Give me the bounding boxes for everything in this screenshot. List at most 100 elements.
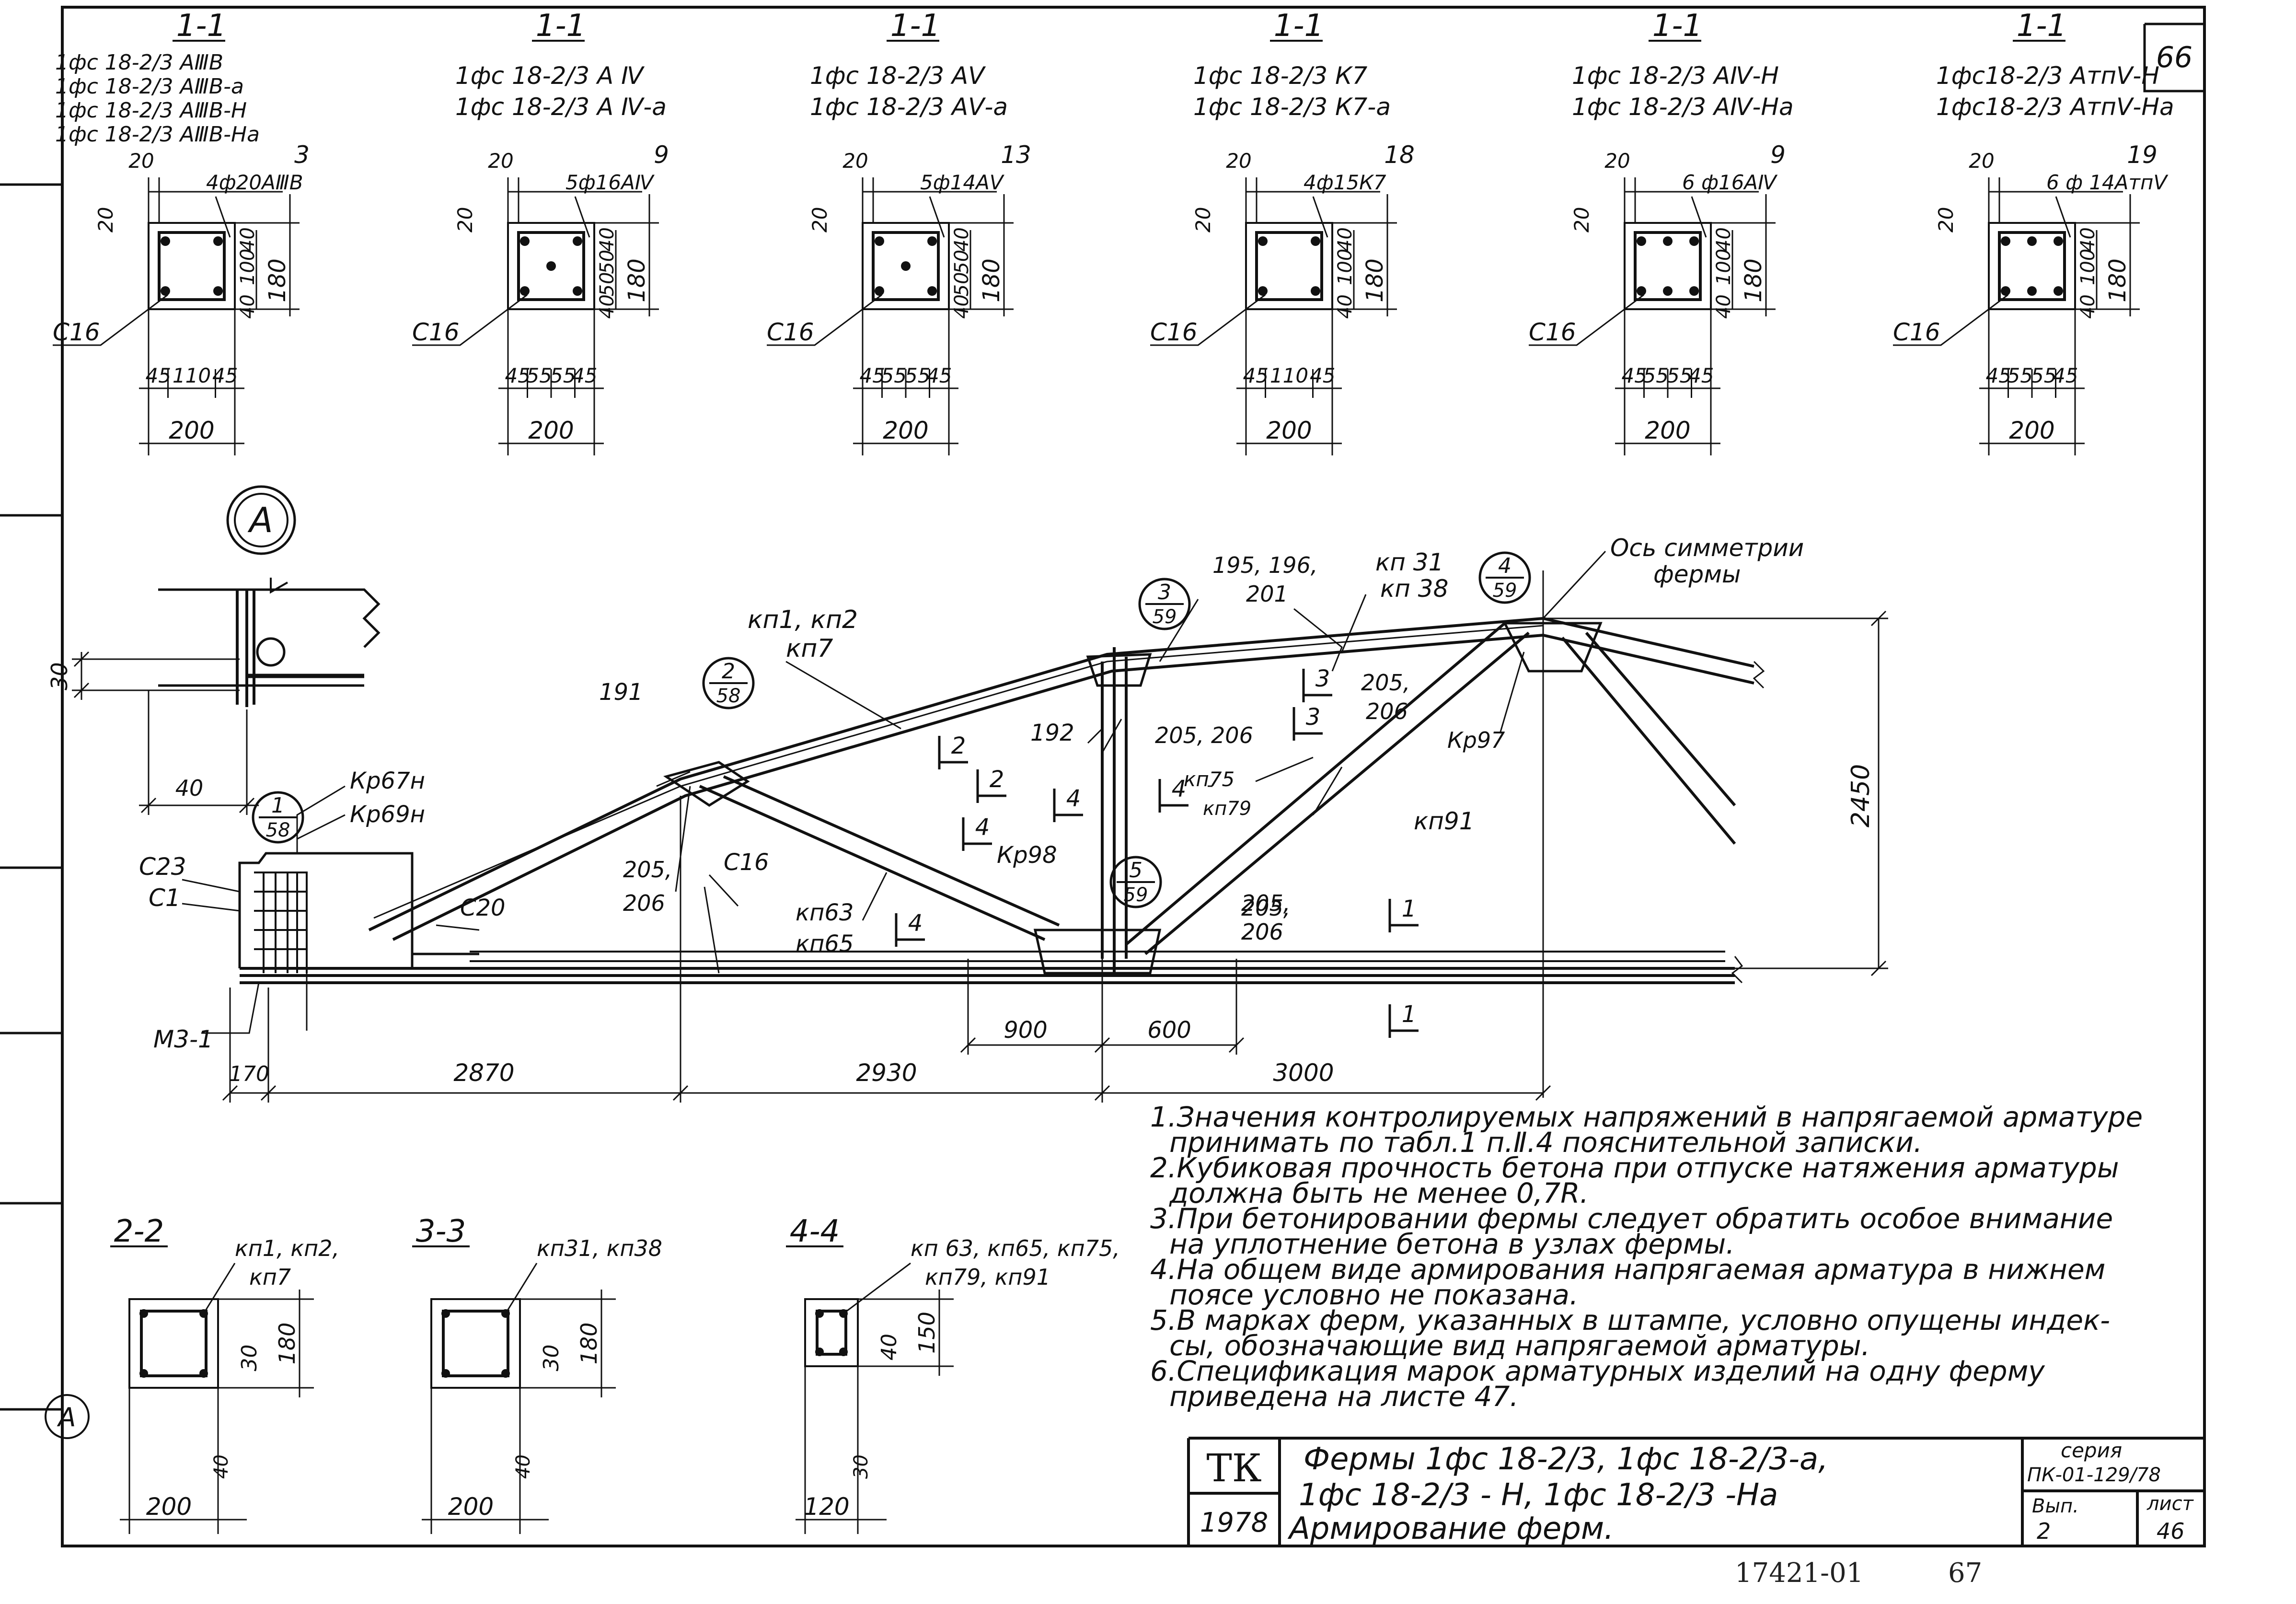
dim-part: 55 — [1643, 364, 1669, 387]
section-mark: 1фс18-2/3 АтпⅤ-На — [1936, 93, 2174, 121]
cut-mark: 2 — [938, 732, 968, 769]
dim-vertical: 40 — [1334, 294, 1356, 319]
cut-mark-label: 4 — [908, 910, 923, 937]
bottom-a-label: А — [57, 1402, 76, 1432]
dim-top: 20 — [1226, 149, 1251, 173]
note-line: 2.Кубиковая прочность бетона при отпуске… — [1150, 1151, 2119, 1184]
dim-height: 180 — [978, 258, 1005, 302]
cut-mark-label: 3 — [1306, 704, 1321, 731]
truss-label-kn79: кп79 — [1203, 798, 1251, 820]
dim-part: 55 — [550, 364, 576, 387]
small-dim-s: 30 — [237, 1345, 262, 1372]
truss-label-p205a: 205, — [623, 857, 672, 883]
bar-spec: 5ф14АⅤ — [920, 171, 1005, 194]
truss-label-p192: 192 — [1030, 720, 1074, 746]
dim-vertical: 100 — [1713, 249, 1735, 285]
dim-vertical: 40 — [951, 294, 973, 319]
series-code: ПК-01-129/78 — [2027, 1464, 2161, 1486]
truss-label-c20: С20 — [460, 895, 506, 921]
series-label: серия — [2061, 1439, 2122, 1462]
section-mark: 1фс 18-2/3 АⅣ-На — [1572, 93, 1794, 121]
small-dim-s: 30 — [539, 1345, 564, 1372]
small-dim-b: 30 — [850, 1454, 872, 1479]
stirrup-label: С16 — [1150, 318, 1198, 346]
position-number: 19 — [2127, 141, 2158, 169]
section-mark: 1фс 18-2/3 АⅣ-Н — [1572, 62, 1779, 90]
node-ref-4: 459 — [1478, 551, 1531, 604]
note-line: 4.На общем виде армирования напрягаемая … — [1150, 1253, 2105, 1286]
dim-part: 110 — [1270, 364, 1308, 387]
node-ref-num: 2 — [722, 659, 735, 684]
footer-code: 17421-01 — [1735, 1558, 1863, 1589]
note-line: на уплотнение бетона в узлах фермы. — [1169, 1228, 1735, 1260]
small-dim-h: 150 — [914, 1312, 940, 1354]
node-a-label: А — [247, 500, 273, 540]
dim-part: 45 — [505, 364, 531, 387]
node-a-dim-w: 40 — [175, 775, 204, 801]
stirrup-label: С16 — [53, 318, 100, 346]
dim-vertical: 40 — [596, 227, 618, 252]
position-number: 3 — [294, 141, 310, 169]
small-dim-b: 40 — [512, 1454, 534, 1479]
dim-part: 45 — [572, 364, 597, 387]
node-a-detail: А 30 40 — [46, 485, 381, 815]
note-line: 6.Спецификация марок арматурных изделий … — [1150, 1355, 2045, 1387]
cut-mark-label: 4 — [975, 814, 990, 841]
node-ref-num: 5 — [1129, 858, 1142, 883]
dim-top: 20 — [128, 149, 154, 173]
position-number: 9 — [654, 141, 669, 169]
truss-label-kp98: Кр98 — [997, 842, 1057, 869]
cut-mark: 4 — [895, 910, 925, 947]
truss-label-kn91: кп91 — [1414, 807, 1475, 835]
dim-part: 45 — [146, 364, 171, 387]
truss-label-p206c: 206 — [1366, 698, 1408, 724]
symmetry-axis-label: Ось симметрии — [1610, 534, 1804, 562]
dim-height: 180 — [1740, 258, 1767, 302]
dim-width: 200 — [528, 417, 574, 444]
truss-label-p205d: 205, — [1241, 895, 1290, 921]
section-mark: 1фс 18-2/3 А Ⅳ — [455, 62, 645, 90]
general-notes: 1.Значения контролируемых напряжений в н… — [1150, 1101, 2143, 1413]
small-dim-h: 180 — [576, 1323, 602, 1365]
dim-part: 55 — [881, 364, 907, 387]
section-title: 1-1 — [1652, 8, 1703, 44]
sheet-number-box — [2143, 23, 2204, 93]
dim-top: 20 — [842, 149, 868, 173]
small-dim-w: 200 — [146, 1493, 192, 1521]
section-mark: 1фс18-2/3 АтпⅤ-Н — [1936, 62, 2159, 90]
cut-mark-label: 1 — [1402, 895, 1417, 922]
node-ref-2: 258 — [702, 657, 755, 709]
cut-mark: 3 — [1292, 704, 1323, 741]
dim-vertical: 40 — [596, 294, 618, 319]
section-mark: 1фс 18-2/3 АⅢВ-а — [55, 74, 244, 99]
dim-side: 20 — [1570, 207, 1593, 232]
footer-number: 67 — [1948, 1558, 1982, 1589]
cut-mark-label: 4 — [1066, 785, 1081, 812]
small-section-marks: кп31, кп38 — [537, 1235, 662, 1261]
small-section-marks-2: кп7 — [249, 1264, 291, 1290]
dim-3000: 3000 — [1273, 1059, 1334, 1087]
section-mark: 1фс 18-2/3 АⅤ-а — [810, 93, 1008, 121]
symmetry-axis-label-2: фермы — [1653, 560, 1741, 588]
truss-label-p195: 195, 196, — [1212, 552, 1317, 578]
note-line: поясе условно не показана. — [1169, 1279, 1578, 1311]
dim-600: 600 — [1147, 1017, 1191, 1044]
dim-part: 45 — [212, 364, 238, 387]
cut-mark-label: 2 — [990, 766, 1004, 793]
node-ref-sheet: 59 — [1124, 884, 1148, 906]
dim-vertical: 50 — [596, 272, 618, 296]
stirrup-label: С16 — [1893, 318, 1940, 346]
small-dim-w: 200 — [448, 1493, 494, 1521]
dim-part: 55 — [2031, 364, 2056, 387]
list-label: лист — [2146, 1493, 2194, 1515]
truss-label-kn31: кп 31 — [1375, 548, 1443, 576]
section-title: 1-1 — [1274, 8, 1324, 44]
node-a-dim-h: 30 — [46, 662, 72, 690]
dim-170: 170 — [229, 1062, 269, 1086]
